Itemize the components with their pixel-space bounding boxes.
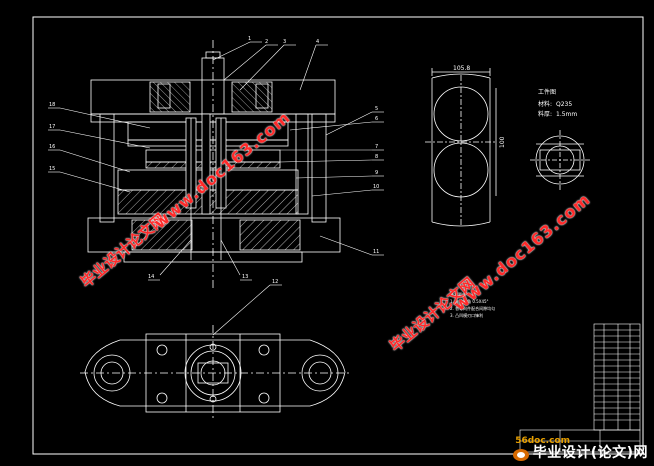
workpiece-view xyxy=(530,130,590,190)
plan-view xyxy=(80,325,350,420)
strip-layout-view xyxy=(425,68,497,227)
technical-notes: 技术要求 1. 未注倒角 0.5X45° 2. 各导向件配合间隙均匀 3. 凸凹… xyxy=(450,291,495,318)
section-view xyxy=(87,40,341,290)
part-number: 2 xyxy=(265,39,268,45)
workpiece-title: 工件图 xyxy=(538,88,556,96)
part-number: 1 xyxy=(248,36,251,42)
part-number: 13 xyxy=(242,274,248,280)
note-line: 3. 凸凹模刃口锋利 xyxy=(450,312,483,318)
part-number: 6 xyxy=(375,116,378,122)
note-line: 技术要求 xyxy=(450,291,466,297)
brand-site: 56doc.com xyxy=(515,436,570,446)
part-number: 17 xyxy=(49,124,55,130)
part-number: 14 xyxy=(148,274,154,280)
workpiece-labels: 工件图 材料: Q235 料厚: 1.5mm xyxy=(538,88,577,118)
dimension-width: 105.8 xyxy=(453,65,470,72)
parts-list-table xyxy=(519,323,641,453)
brand-logo-icon xyxy=(513,449,529,461)
thickness-label: 料厚: xyxy=(538,110,552,118)
brand-name: 毕业设计(论文)网 xyxy=(532,445,648,461)
thickness-value: 1.5mm xyxy=(556,111,577,118)
part-number: 15 xyxy=(49,166,55,172)
note-line: 1. 未注倒角 0.5X45° xyxy=(450,298,489,304)
part-number-labels: 1 2 3 4 5 6 7 8 9 10 11 18 17 16 15 14 1… xyxy=(49,36,379,285)
part-number: 12 xyxy=(272,279,278,285)
leader-lines xyxy=(48,41,384,336)
material-value: Q235 xyxy=(556,101,572,108)
part-number: 18 xyxy=(49,102,55,108)
part-number: 5 xyxy=(375,106,378,112)
part-number: 4 xyxy=(316,39,319,45)
dimension-height: 100 xyxy=(499,136,506,148)
part-number: 3 xyxy=(283,39,286,45)
part-number: 16 xyxy=(49,144,55,150)
part-number: 8 xyxy=(375,154,378,160)
note-line: 2. 各导向件配合间隙均匀 xyxy=(450,305,495,311)
part-number: 7 xyxy=(375,144,378,150)
part-number: 9 xyxy=(375,170,378,176)
part-number: 11 xyxy=(373,249,379,255)
material-label: 材料: xyxy=(538,100,552,108)
part-number: 10 xyxy=(373,184,379,190)
drawing-frame xyxy=(32,16,644,455)
